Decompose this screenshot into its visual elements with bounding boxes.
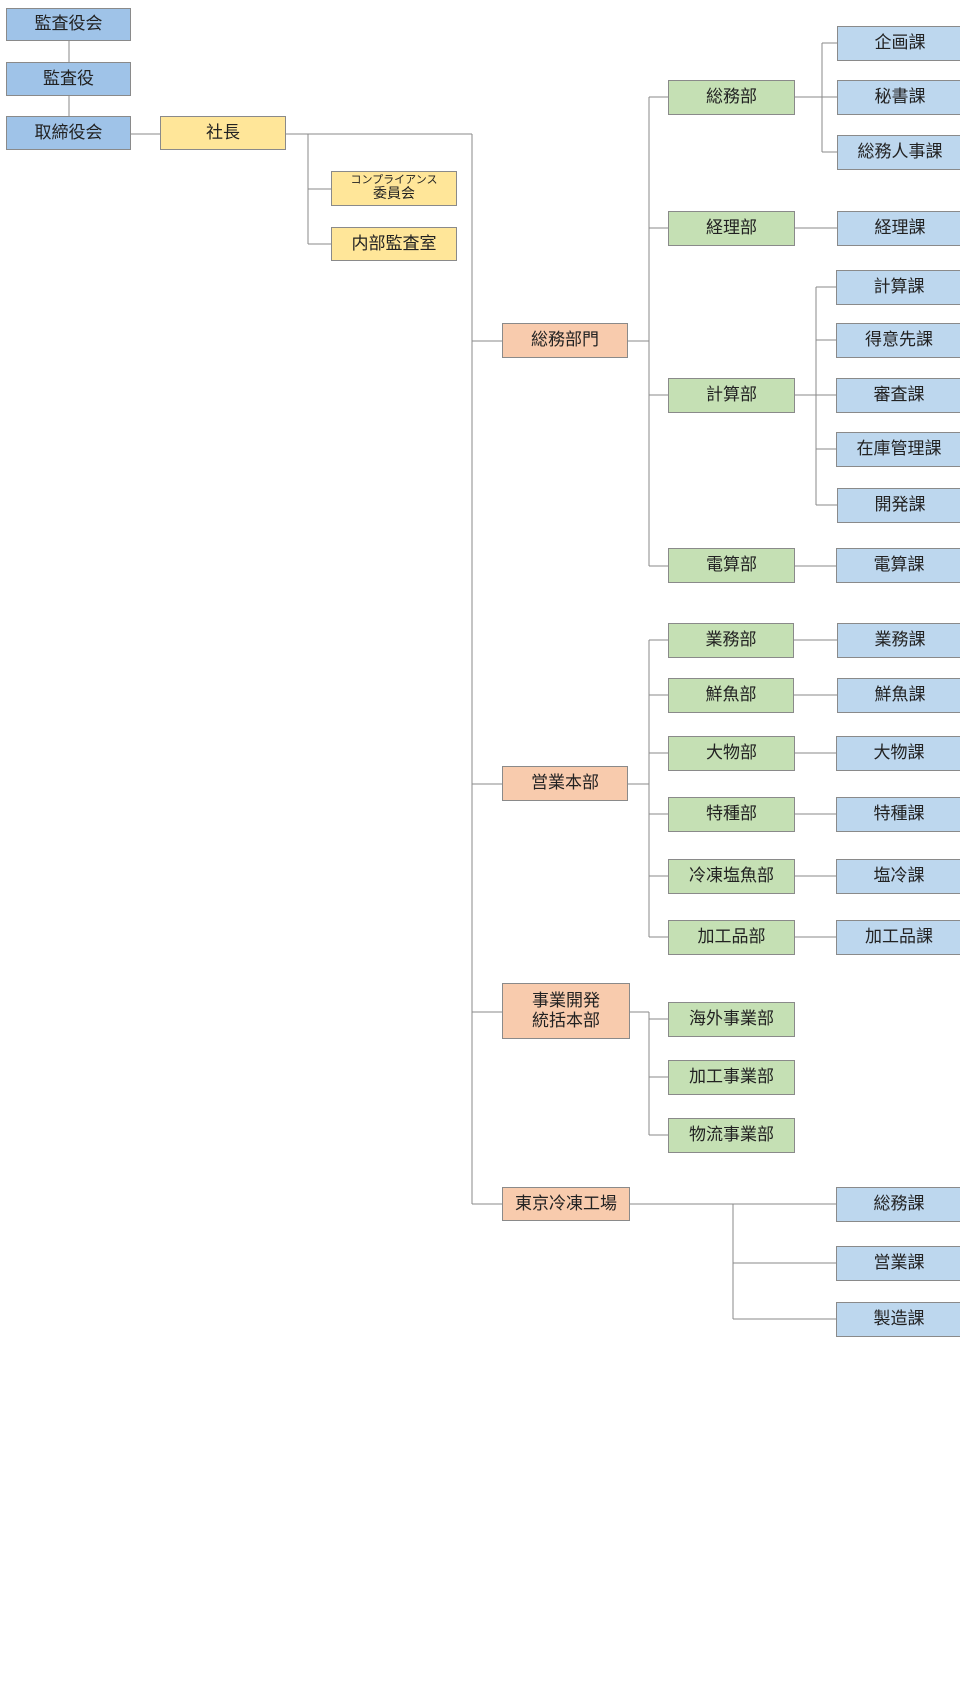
dept-gyoumu-box: 業務部	[668, 623, 794, 658]
dept-reitou-engyo-box: 冷凍塩魚部	[668, 859, 795, 894]
division-sales-label: 営業本部	[531, 773, 599, 794]
dept-tokushu-label: 特種部	[706, 804, 757, 825]
section-zaiko-kanri-box: 在庫管理課	[836, 432, 960, 467]
section-kikaku-box: 企画課	[837, 26, 960, 61]
section-gyoumu-label: 業務課	[874, 630, 926, 651]
section-keisan-box: 計算課	[836, 270, 960, 305]
dept-sengyo-label: 鮮魚部	[705, 685, 757, 706]
section-densan-label: 電算課	[873, 555, 925, 576]
section-enrei-box: 塩冷課	[836, 859, 960, 894]
president-box: 社長	[160, 116, 286, 150]
section-densan-box: 電算課	[836, 548, 960, 583]
dept-reitou-engyo-label: 冷凍塩魚部	[689, 866, 774, 887]
section-soumu-jinji-label: 総務人事課	[857, 142, 943, 163]
board-of-auditors-box: 監査役会	[6, 8, 131, 41]
section-sengyo-label: 鮮魚課	[874, 685, 926, 706]
section-shinsa-box: 審査課	[836, 378, 960, 413]
section-keiri-label: 経理課	[874, 218, 926, 239]
dept-keisan-label: 計算部	[706, 385, 757, 406]
dept-densan-label: 電算部	[706, 555, 757, 576]
section-oomono-label: 大物課	[873, 743, 925, 764]
dept-kaigai-box: 海外事業部	[668, 1002, 795, 1037]
section-hisho-box: 秘書課	[837, 80, 960, 115]
dept-butsuryu-label: 物流事業部	[689, 1125, 774, 1146]
board-of-directors-box: 取締役会	[6, 116, 131, 150]
section-soumu-jinji-box: 総務人事課	[837, 135, 960, 170]
section-factory-soumu-box: 総務課	[836, 1187, 960, 1222]
dept-kakouhin-label: 加工品部	[697, 927, 766, 948]
section-tokushu-label: 特種課	[873, 804, 925, 825]
section-kakouhin-box: 加工品課	[836, 920, 960, 955]
section-factory-eigyo-label: 営業課	[873, 1253, 925, 1274]
board-of-directors-label: 取締役会	[34, 122, 103, 143]
internal-audit-box: 内部監査室	[331, 227, 457, 261]
dept-kakou-jigyo-box: 加工事業部	[668, 1060, 795, 1095]
section-tokushu-box: 特種課	[836, 797, 960, 832]
division-bizdev-box: 事業開発 統括本部	[502, 983, 630, 1039]
section-factory-seizou-box: 製造課	[836, 1302, 960, 1337]
division-bizdev-label-line2: 統括本部	[532, 1011, 600, 1031]
section-sengyo-box: 鮮魚課	[837, 678, 960, 713]
dept-sengyo-box: 鮮魚部	[668, 678, 794, 713]
section-tokuisaki-label: 得意先課	[865, 330, 933, 351]
internal-audit-label: 内部監査室	[351, 233, 437, 254]
dept-keisan-box: 計算部	[668, 378, 795, 413]
section-kakouhin-label: 加工品課	[865, 927, 933, 948]
section-factory-soumu-label: 総務課	[873, 1194, 925, 1215]
division-factory-label: 東京冷凍工場	[515, 1193, 617, 1214]
section-oomono-box: 大物課	[836, 736, 960, 771]
section-keiri-box: 経理課	[837, 211, 960, 246]
section-kaihatsu-box: 開発課	[837, 488, 960, 523]
dept-tokushu-box: 特種部	[668, 797, 795, 832]
section-kikaku-label: 企画課	[874, 33, 926, 54]
section-kaihatsu-label: 開発課	[874, 495, 926, 516]
division-bizdev-label-line1: 事業開発	[532, 990, 600, 1011]
division-admin-box: 総務部門	[502, 323, 628, 358]
auditor-label: 監査役	[43, 68, 94, 89]
compliance-committee-box: コンプライアンス 委員会	[331, 171, 457, 206]
dept-keiri-box: 経理部	[668, 211, 795, 246]
section-zaiko-kanri-label: 在庫管理課	[856, 439, 942, 460]
section-enrei-label: 塩冷課	[873, 866, 925, 887]
dept-kaigai-label: 海外事業部	[689, 1009, 774, 1030]
section-factory-seizou-label: 製造課	[873, 1309, 925, 1330]
compliance-label-line1: コンプライアンス	[350, 173, 438, 187]
section-keisan-label: 計算課	[873, 277, 925, 298]
section-shinsa-label: 審査課	[873, 385, 925, 406]
dept-oomono-label: 大物部	[706, 743, 757, 764]
dept-keiri-label: 経理部	[706, 218, 757, 239]
dept-soumu-box: 総務部	[668, 80, 795, 115]
division-factory-box: 東京冷凍工場	[502, 1187, 630, 1221]
president-label: 社長	[206, 122, 240, 143]
section-tokuisaki-box: 得意先課	[836, 323, 960, 358]
dept-kakouhin-box: 加工品部	[668, 920, 795, 955]
dept-densan-box: 電算部	[668, 548, 795, 583]
division-sales-box: 営業本部	[502, 766, 628, 801]
section-hisho-label: 秘書課	[874, 87, 926, 108]
dept-soumu-label: 総務部	[706, 87, 757, 108]
dept-kakou-jigyo-label: 加工事業部	[689, 1067, 774, 1088]
dept-gyoumu-label: 業務部	[705, 630, 757, 651]
board-of-auditors-label: 監査役会	[34, 14, 103, 35]
dept-oomono-box: 大物部	[668, 736, 795, 771]
division-admin-label: 総務部門	[531, 330, 599, 351]
section-gyoumu-box: 業務課	[837, 623, 960, 658]
compliance-label-line2: 委員会	[373, 186, 415, 203]
section-factory-eigyo-box: 営業課	[836, 1246, 960, 1281]
auditor-box: 監査役	[6, 62, 131, 96]
dept-butsuryu-box: 物流事業部	[668, 1118, 795, 1153]
